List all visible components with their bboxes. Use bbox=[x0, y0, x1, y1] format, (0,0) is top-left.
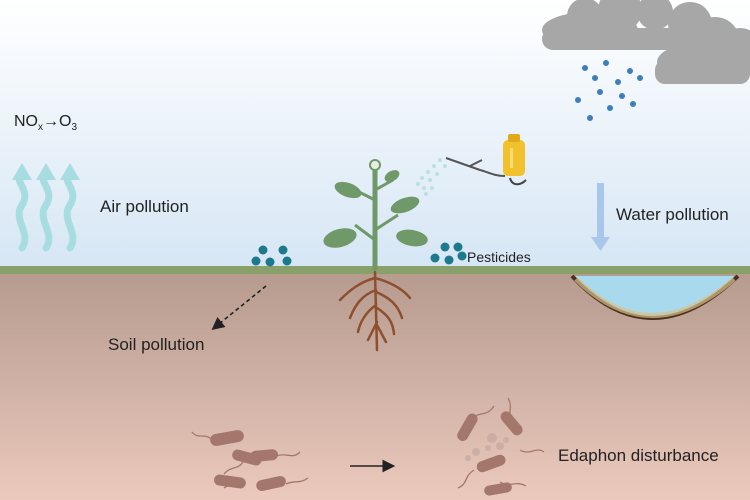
water-pollution-label: Water pollution bbox=[616, 205, 729, 224]
pesticide-dots-right bbox=[430, 242, 467, 265]
spray-mist bbox=[416, 158, 447, 196]
air-arrows-icon bbox=[15, 171, 77, 252]
cloud-icon bbox=[542, 0, 750, 84]
pond-icon bbox=[570, 274, 740, 320]
o3-label: O bbox=[59, 113, 72, 130]
soil-pollution-label: Soil pollution bbox=[108, 335, 205, 354]
pesticide-dots-left bbox=[251, 245, 292, 267]
sprayer-icon bbox=[445, 134, 527, 186]
air-pollution-label: Air pollution bbox=[100, 197, 189, 216]
nox-label: NO bbox=[14, 113, 38, 130]
reaction-arrow: → bbox=[43, 113, 59, 130]
water-arrow bbox=[591, 183, 610, 251]
nox-to-o3-label: NOx→O3 bbox=[14, 113, 77, 133]
plant-icon bbox=[323, 159, 428, 270]
edaphon-disturbance-label: Edaphon disturbance bbox=[558, 446, 719, 465]
pesticides-label: Pesticides bbox=[467, 249, 531, 265]
o3-subscript: 3 bbox=[71, 122, 78, 134]
rain-icon bbox=[575, 60, 643, 121]
air-arrowheads bbox=[12, 163, 80, 180]
roots-icon bbox=[338, 270, 412, 352]
bacteria-icon-healthy bbox=[191, 430, 309, 491]
bacteria-icon-disturbed bbox=[457, 397, 545, 496]
nox-subscript: x bbox=[38, 122, 43, 134]
